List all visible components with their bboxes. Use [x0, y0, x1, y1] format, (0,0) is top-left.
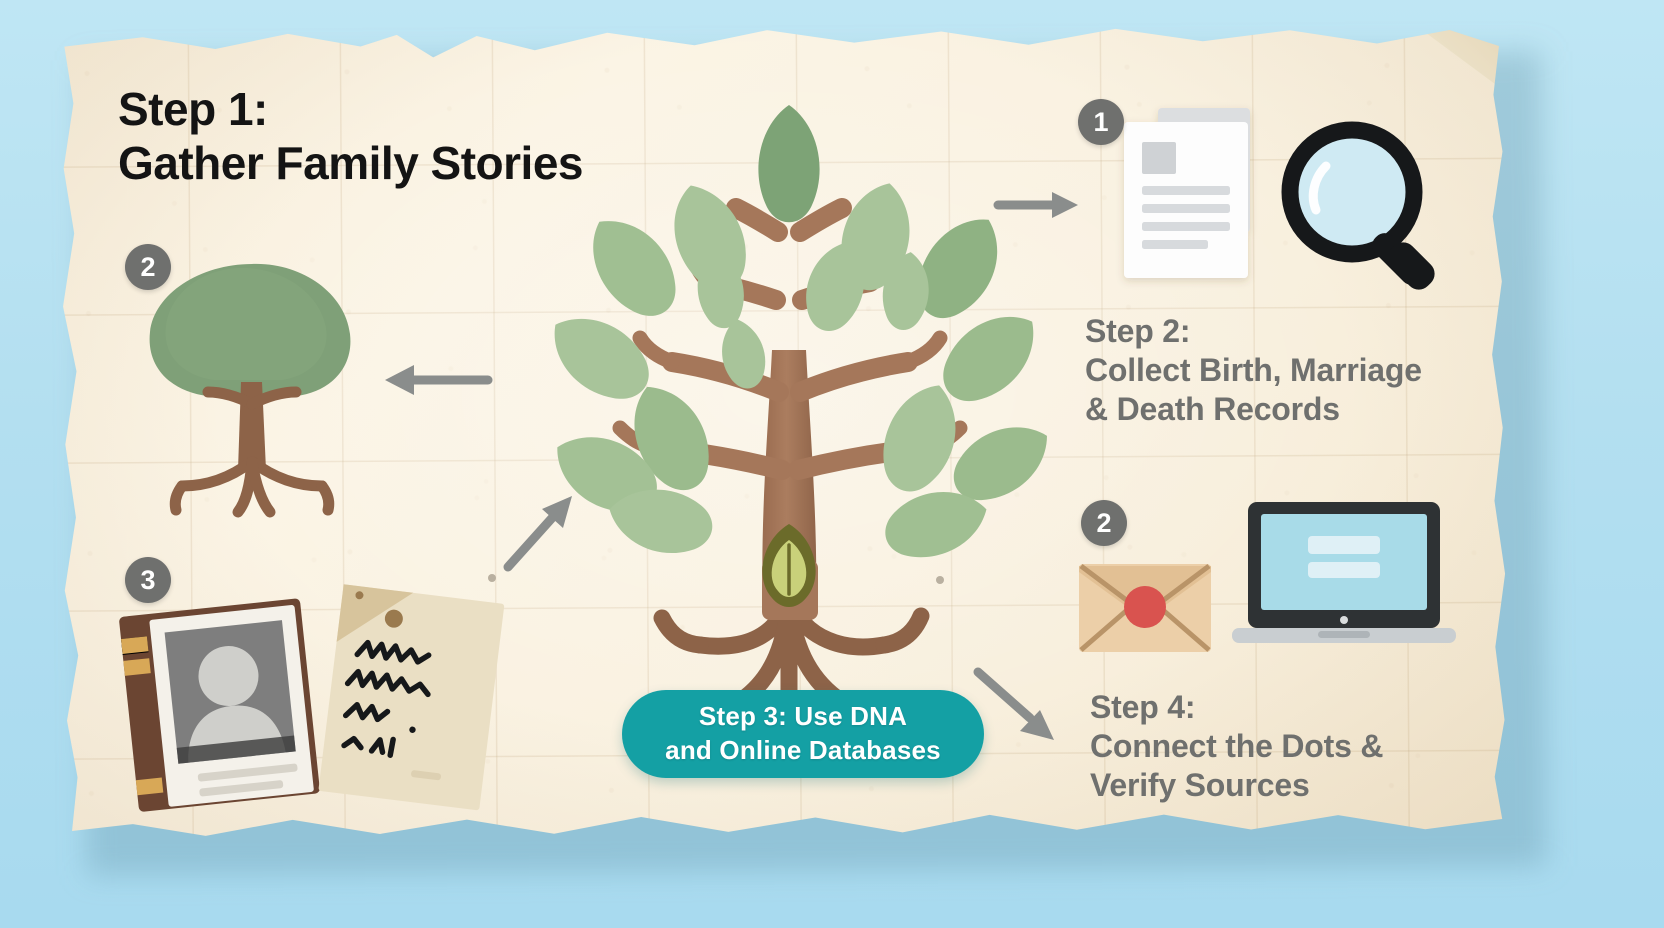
step-4-heading: Step 4:: [1090, 689, 1196, 725]
step-4-line-2: Connect the Dots &: [1090, 728, 1384, 765]
step-2-heading: Step 2:: [1085, 313, 1191, 349]
step-4-text-block: Step 4: Connect the Dots & Verify Source…: [1090, 688, 1490, 805]
step-3-pill-button[interactable]: Step 3: Use DNA and Online Databases: [622, 690, 984, 778]
page-title: Step 1: Gather Family Stories: [118, 82, 738, 191]
pill-line-2: and Online Databases: [665, 735, 941, 765]
step-2-text-block: Step 2: Collect Birth, Marriage & Death …: [1085, 312, 1485, 429]
step-4-line-3: Verify Sources: [1090, 767, 1310, 804]
step-2-line-2: Collect Birth, Marriage: [1085, 352, 1422, 389]
badge-photo-album: 3: [125, 557, 171, 603]
badge-small-tree: 2: [125, 244, 171, 290]
badge-document: 1: [1078, 99, 1124, 145]
badge-laptop: 2: [1081, 500, 1127, 546]
title-line-1: Step 1:: [118, 83, 268, 135]
step-2-line-3: & Death Records: [1085, 391, 1340, 428]
title-line-2: Gather Family Stories: [118, 137, 584, 190]
pill-line-1: Step 3: Use DNA: [698, 701, 908, 732]
